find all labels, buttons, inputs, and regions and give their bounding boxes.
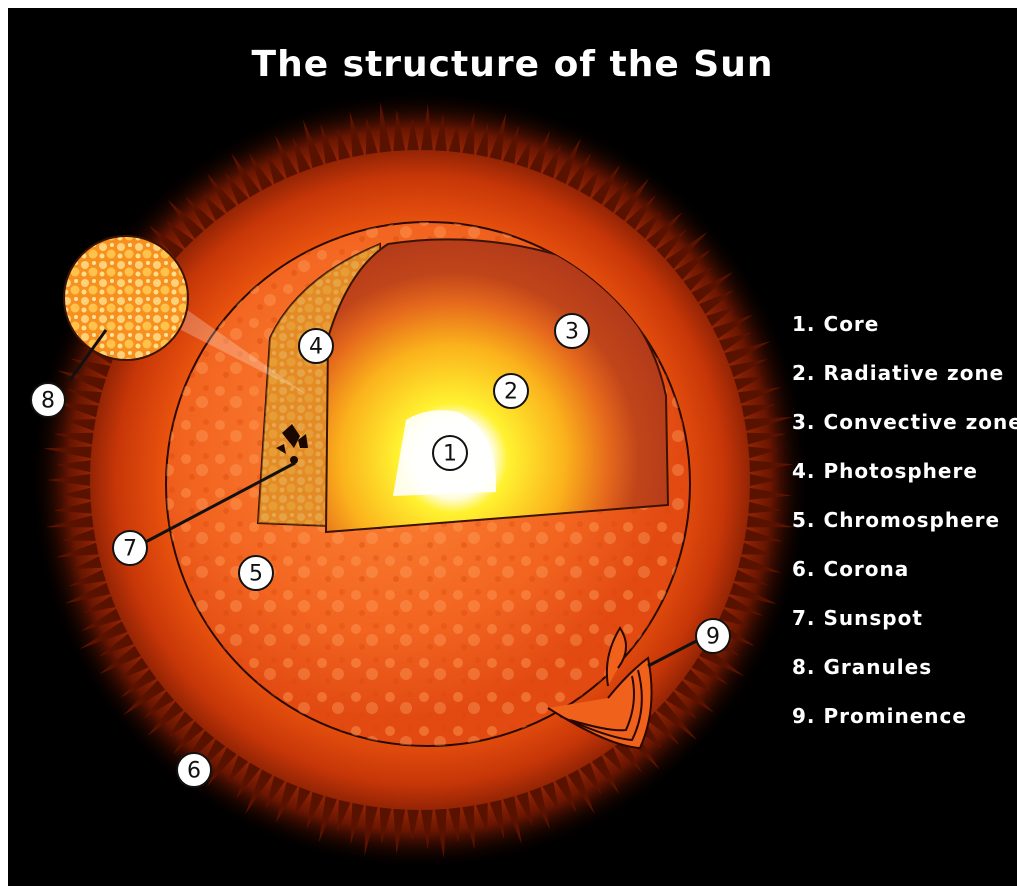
- marker-2: 2: [494, 374, 528, 408]
- marker-8: 8: [31, 383, 65, 417]
- legend-item: 4.Photosphere: [792, 457, 1017, 506]
- svg-text:4: 4: [309, 335, 323, 360]
- diagram-title: The structure of the Sun: [8, 44, 1017, 85]
- legend-item: 1.Core: [792, 310, 1017, 359]
- svg-text:2: 2: [504, 380, 518, 405]
- svg-text:6: 6: [187, 759, 201, 784]
- marker-6: 6: [177, 753, 211, 787]
- svg-text:8: 8: [41, 389, 55, 414]
- svg-text:9: 9: [706, 625, 720, 650]
- svg-text:5: 5: [249, 562, 263, 587]
- marker-4: 4: [299, 329, 333, 363]
- svg-text:1: 1: [443, 442, 457, 467]
- legend-list: 1.Core 2.Radiative zone 3.Convective zon…: [792, 310, 1017, 751]
- marker-5: 5: [239, 556, 273, 590]
- diagram-frame: 1 2 3 4 5 6 7 8: [8, 8, 1017, 886]
- legend-item: 3.Convective zone: [792, 408, 1017, 457]
- marker-1: 1: [433, 436, 467, 470]
- legend-item: 5.Chromosphere: [792, 506, 1017, 555]
- legend-item: 6.Corona: [792, 555, 1017, 604]
- svg-text:3: 3: [565, 320, 579, 345]
- legend-item: 2.Radiative zone: [792, 359, 1017, 408]
- svg-text:7: 7: [123, 537, 137, 562]
- marker-9: 9: [696, 619, 730, 653]
- legend-item: 7.Sunspot: [792, 604, 1017, 653]
- legend-item: 9.Prominence: [792, 702, 1017, 751]
- legend-item: 8.Granules: [792, 653, 1017, 702]
- marker-7: 7: [113, 531, 147, 565]
- granules-magnifier: [64, 236, 188, 360]
- marker-3: 3: [555, 314, 589, 348]
